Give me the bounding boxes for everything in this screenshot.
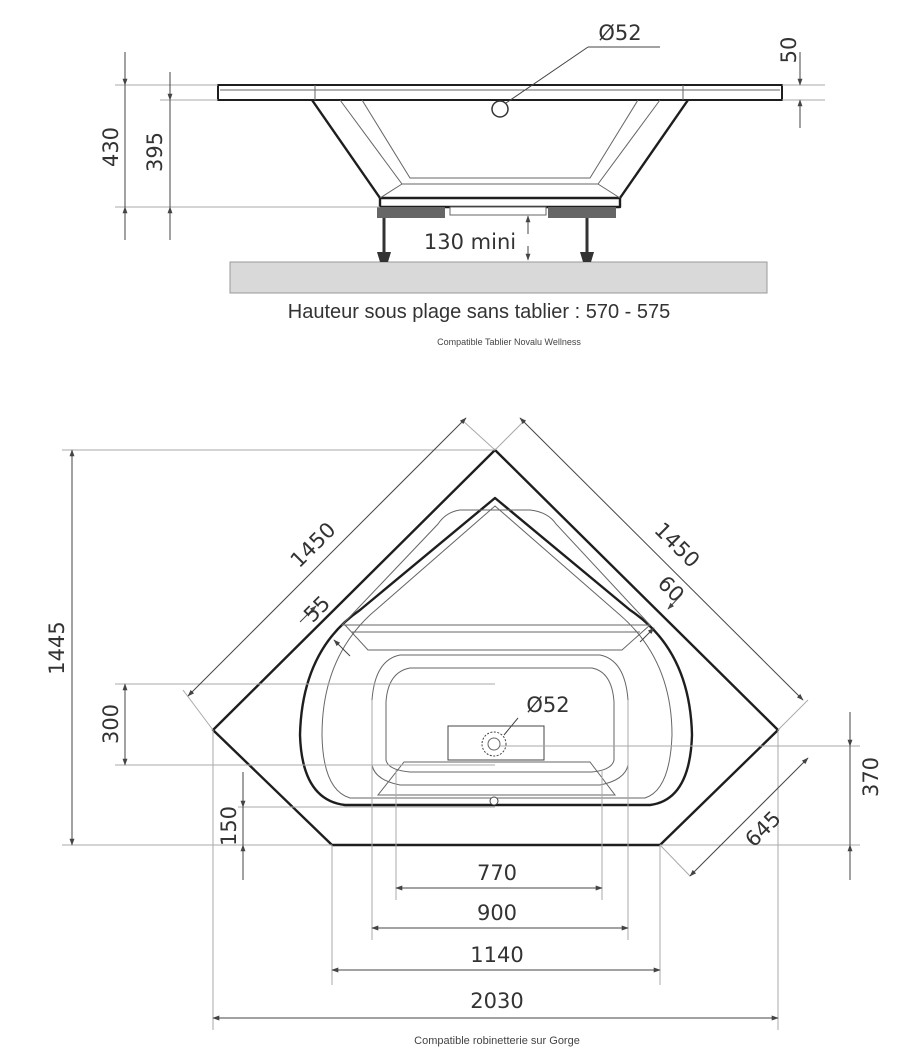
underside-height-caption: Hauteur sous plage sans tablier : 570 - …	[288, 301, 670, 323]
front-offset-label: 150	[217, 806, 241, 846]
inner-width-900-label: 900	[477, 901, 517, 925]
inner-depth-label: 395	[143, 132, 167, 172]
tub-rim	[217, 84, 783, 101]
side-drain-diameter-label: Ø52	[598, 21, 641, 45]
side-view: Ø52 430 395 50 130 mini Hauteur sous pla…	[99, 21, 825, 347]
front-overflow	[489, 796, 499, 806]
top-drain-circle	[481, 731, 507, 757]
tub-outer-outline	[211, 448, 780, 847]
side-drain-circle	[491, 100, 509, 118]
left-adjustable-foot	[377, 218, 391, 262]
left-side-length-label: 1450	[286, 518, 341, 573]
apron-compatibility-note: Compatible Tablier Novalu Wellness	[437, 337, 581, 347]
right-side-length-label: 1450	[650, 518, 705, 573]
right-foot-support	[548, 207, 616, 218]
left-foot-support	[377, 207, 445, 218]
tub-body-section	[311, 99, 689, 200]
front-width-label: 1140	[470, 943, 523, 967]
total-height-label: 430	[99, 127, 123, 167]
top-drain-diameter-label: Ø52	[526, 693, 569, 717]
floor	[229, 261, 768, 294]
inner-width-770-label: 770	[477, 861, 517, 885]
drain-offset-label: 370	[859, 757, 883, 797]
total-depth-label: 1445	[45, 621, 69, 674]
right-rim-label: 60	[653, 571, 689, 607]
left-rim-label: 55	[299, 591, 335, 627]
seat-depth-label: 300	[99, 704, 123, 744]
total-width-label: 2030	[470, 989, 523, 1013]
right-adjustable-foot	[580, 218, 594, 262]
feet-clearance-label: 130 mini	[424, 230, 516, 254]
faucet-compatibility-note: Compatible robinetterie sur Gorge	[414, 1035, 580, 1047]
rim-thickness-label: 50	[777, 37, 801, 64]
top-view: Ø52 1445 300 150	[45, 417, 883, 1047]
